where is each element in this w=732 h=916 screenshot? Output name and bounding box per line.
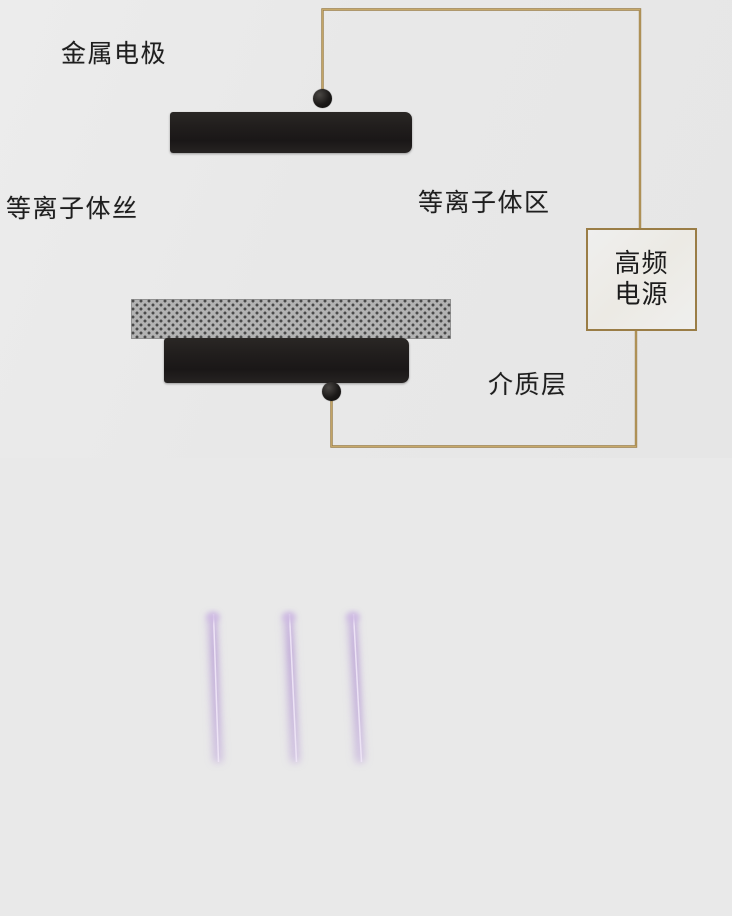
dielectric-layer bbox=[131, 299, 451, 339]
bottom-metal-electrode bbox=[164, 338, 409, 383]
label-metal-electrode: 金属电极 bbox=[61, 39, 168, 68]
dbd-discharge-diagram: 金属电极 等离子体丝 等离子体区 介质层 高频 电源 bbox=[0, 0, 732, 763]
bottom-electrode-terminal bbox=[322, 382, 341, 401]
label-plasma-filament: 等离子体丝 bbox=[6, 194, 139, 223]
wire-top-highlight bbox=[322, 9, 641, 228]
label-plasma-region: 等离子体区 bbox=[418, 188, 551, 217]
label-dielectric-layer: 介质层 bbox=[488, 370, 568, 399]
circuit-wiring bbox=[321, 8, 642, 448]
power-supply-line1: 高频 bbox=[614, 248, 669, 279]
top-metal-electrode bbox=[170, 112, 412, 153]
power-supply-line2: 电源 bbox=[614, 279, 669, 310]
wire-bottom-highlight bbox=[331, 331, 637, 447]
top-electrode-terminal bbox=[313, 89, 332, 108]
plasma-filaments bbox=[206, 612, 365, 763]
high-frequency-power-supply: 高频 电源 bbox=[586, 228, 697, 331]
